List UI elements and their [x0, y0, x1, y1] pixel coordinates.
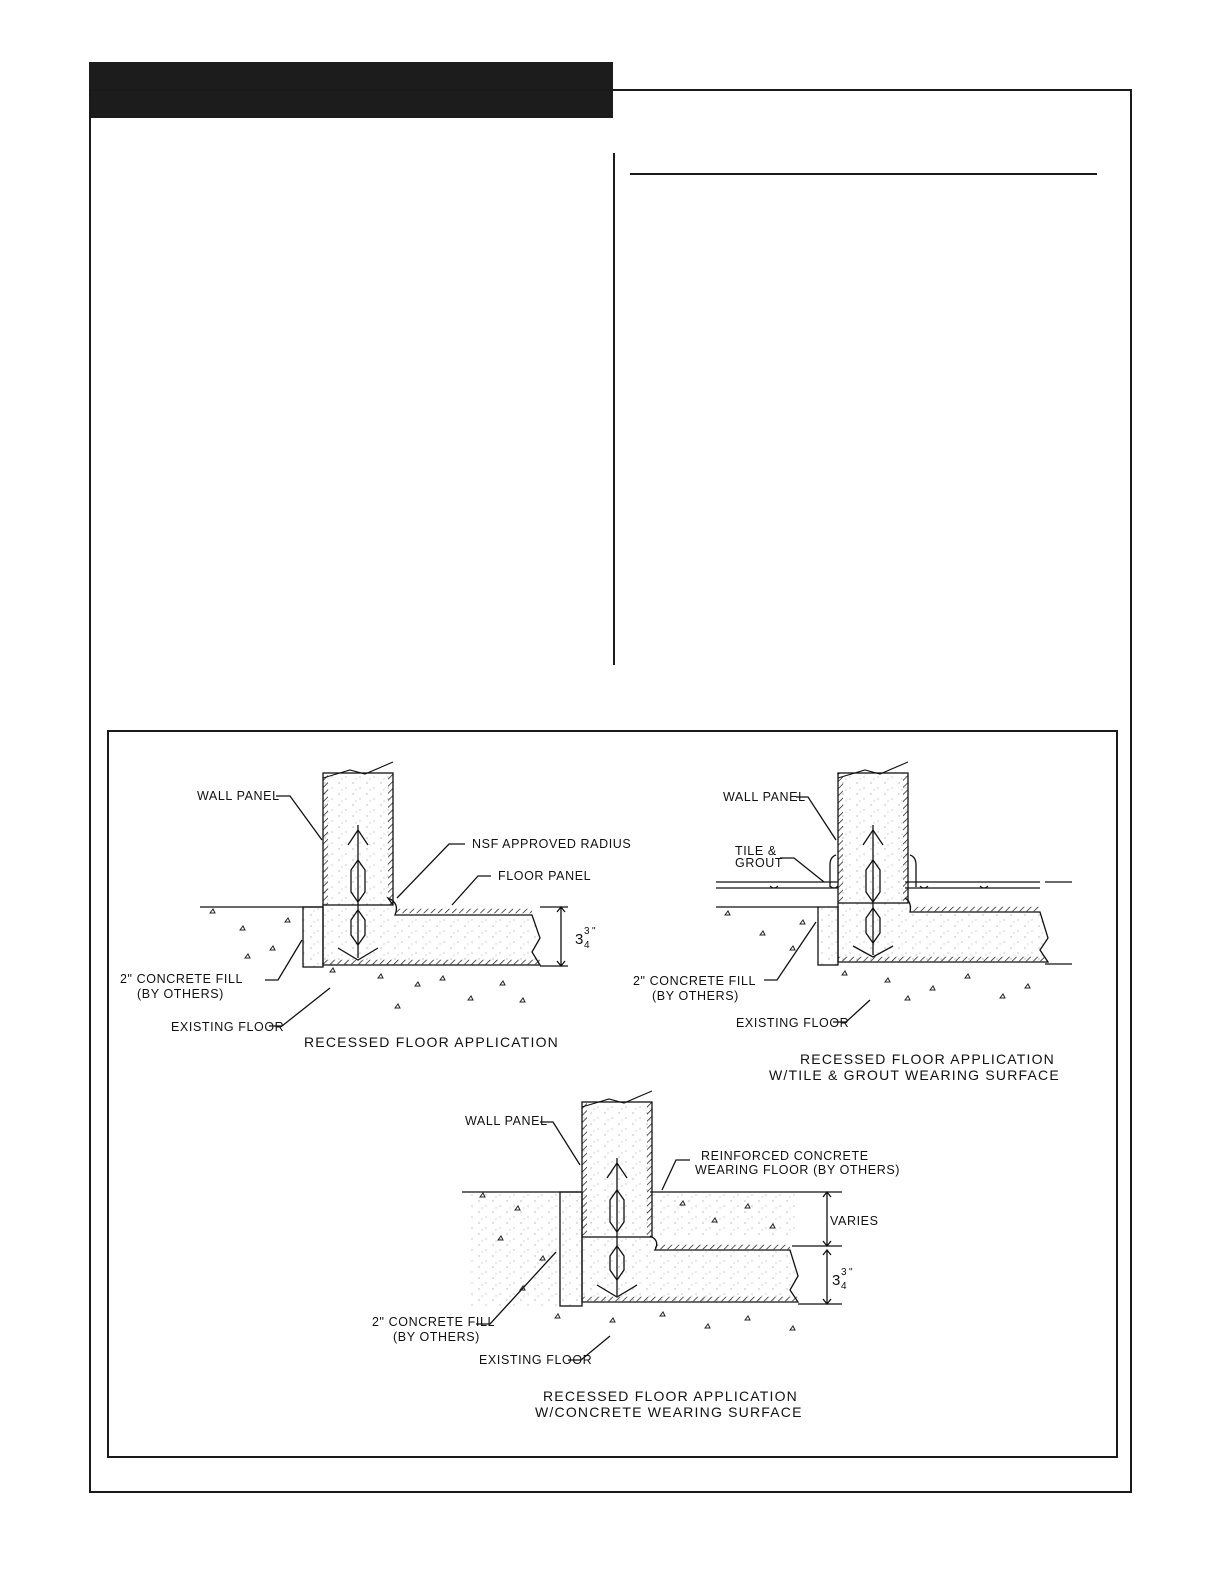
d3-concrete-fill-by-others: (BY OTHERS) [393, 1330, 480, 1344]
d1-wall-panel-label: WALL PANEL [197, 789, 280, 803]
detail-recessed-floor-tile-grout [716, 761, 1072, 1023]
d1-nsf-radius-label: NSF APPROVED RADIUS [472, 837, 631, 851]
detail-drawings-box [107, 730, 1118, 1458]
d1-dim-num: 3 [584, 926, 590, 937]
d3-reinforced-concrete-label: REINFORCED CONCRETE [701, 1149, 869, 1163]
d1-dim-whole: 3 [575, 931, 583, 948]
d1-floor-panel-label: FLOOR PANEL [498, 869, 591, 883]
d2-concrete-fill-label: 2" CONCRETE FILL [633, 974, 756, 988]
d3-caption-line-1: RECESSED FLOOR APPLICATION [543, 1388, 798, 1404]
d2-concrete-fill-by-others: (BY OTHERS) [652, 989, 739, 1003]
d1-concrete-fill-by-others: (BY OTHERS) [137, 987, 224, 1001]
d2-existing-floor-label: EXISTING FLOOR [736, 1016, 849, 1030]
d3-dim-den: 4 [841, 1281, 847, 1292]
concrete-fill [817, 906, 839, 966]
existing-floor-aggregate [209, 908, 1031, 1331]
d2-caption-line-2: W/TILE & GROUT WEARING SURFACE [769, 1067, 1060, 1083]
floor-panel [322, 896, 542, 966]
d3-dim-unit: " [849, 1267, 853, 1278]
d3-dim-whole: 3 [832, 1272, 840, 1289]
d3-dim-num: 3 [841, 1267, 847, 1278]
concrete-fill [302, 906, 324, 968]
d1-caption: RECESSED FLOOR APPLICATION [304, 1034, 559, 1050]
d3-varies-label: VARIES [830, 1214, 879, 1228]
d2-wall-panel-label: WALL PANEL [723, 790, 806, 804]
d3-wall-panel-label: WALL PANEL [465, 1114, 548, 1128]
page-frame [89, 89, 1132, 1493]
d1-dim-unit: " [592, 926, 596, 937]
d3-existing-floor-label: EXISTING FLOOR [479, 1353, 592, 1367]
d2-grout-label: GROUT [735, 856, 783, 870]
section-rule [630, 173, 1097, 175]
d1-dim-den: 4 [584, 940, 590, 951]
d2-tile-label: TILE & [735, 844, 777, 858]
detail-recessed-floor [200, 761, 568, 1027]
d3-wearing-floor-label: WEARING FLOOR (BY OTHERS) [695, 1163, 900, 1177]
detail-recessed-floor-concrete-surface [462, 1090, 842, 1361]
d1-existing-floor-label: EXISTING FLOOR [171, 1020, 284, 1034]
concrete-fill [559, 1191, 583, 1307]
column-divider [613, 153, 615, 665]
d2-caption-line-1: RECESSED FLOOR APPLICATION [800, 1051, 1055, 1067]
d3-concrete-fill-label: 2" CONCRETE FILL [372, 1315, 495, 1329]
d1-concrete-fill-label: 2" CONCRETE FILL [120, 972, 243, 986]
d3-caption-line-2: W/CONCRETE WEARING SURFACE [535, 1404, 803, 1420]
